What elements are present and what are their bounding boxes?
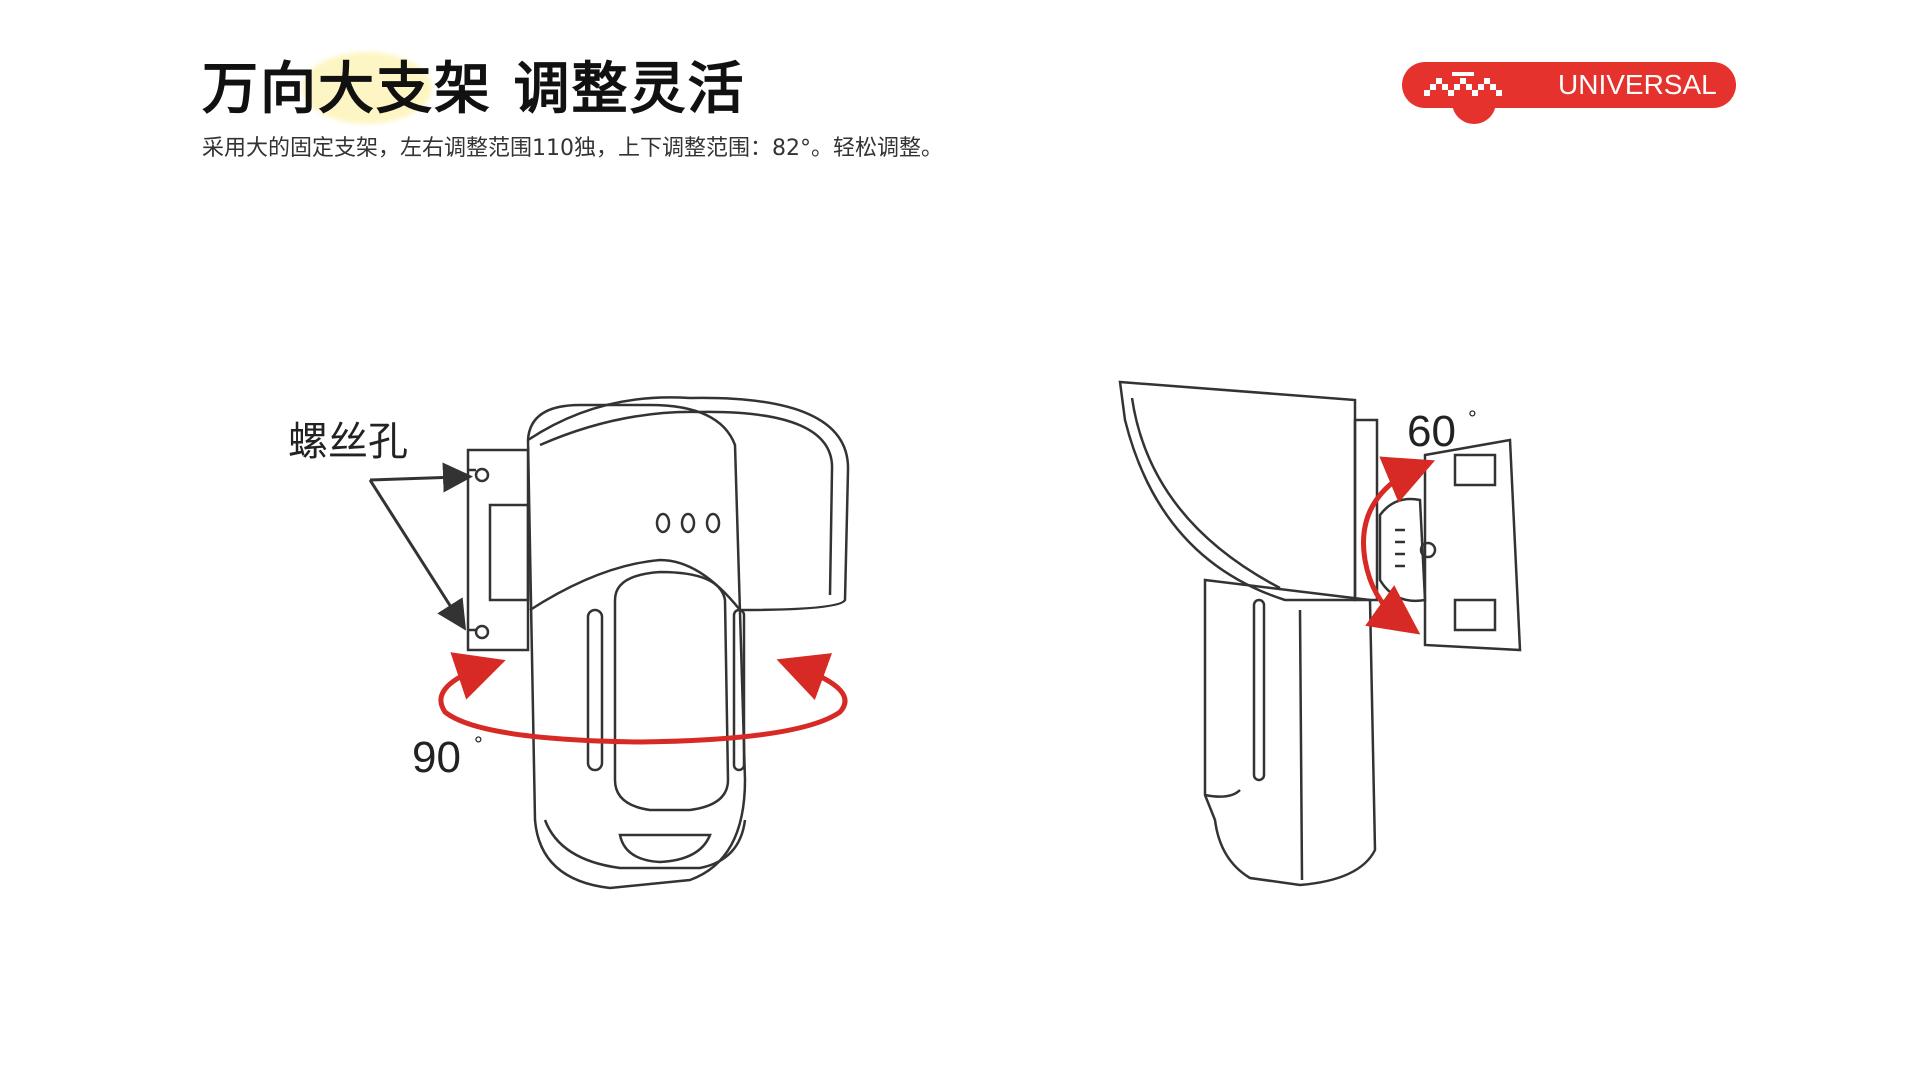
tilt-unit: ° bbox=[1468, 406, 1477, 431]
title-highlight bbox=[302, 52, 432, 124]
detector-side-view bbox=[1118, 380, 1522, 887]
vertical-tilt-arrow bbox=[1361, 456, 1436, 635]
mount-bracket bbox=[466, 448, 530, 652]
detector-front-view bbox=[466, 396, 850, 890]
title-row: 万向大支架 调整灵活 bbox=[202, 50, 746, 130]
tilt-value: 60 bbox=[1407, 407, 1456, 456]
screw-hole-bottom bbox=[474, 624, 490, 640]
page-subtitle: 采用大的固定支架，左右调整范围110独，上下调整范围：82°。轻松调整。 bbox=[202, 136, 943, 161]
screw-hole-top bbox=[474, 467, 490, 483]
universal-badge: UNIVERSAL bbox=[1402, 62, 1736, 124]
rotation-unit: ° bbox=[474, 732, 483, 757]
side-hood bbox=[1118, 380, 1357, 602]
detector-body bbox=[526, 403, 747, 890]
rotation-value: 90 bbox=[412, 733, 461, 782]
detector-hood bbox=[527, 396, 850, 612]
screw-label-arrows bbox=[368, 462, 473, 631]
horizontal-rotation-arrow bbox=[438, 652, 848, 745]
screw-hole-label: 螺丝孔 bbox=[288, 419, 408, 465]
pivot-bolt bbox=[1419, 541, 1437, 559]
badge-notch bbox=[1452, 102, 1496, 124]
side-body bbox=[1203, 578, 1377, 887]
detector-window bbox=[613, 570, 730, 812]
zigzag-logo-icon bbox=[1424, 72, 1502, 96]
side-mount bbox=[1423, 438, 1522, 652]
badge-label: UNIVERSAL bbox=[1558, 69, 1717, 100]
page-title: 万向大支架 调整灵活 bbox=[202, 57, 746, 122]
